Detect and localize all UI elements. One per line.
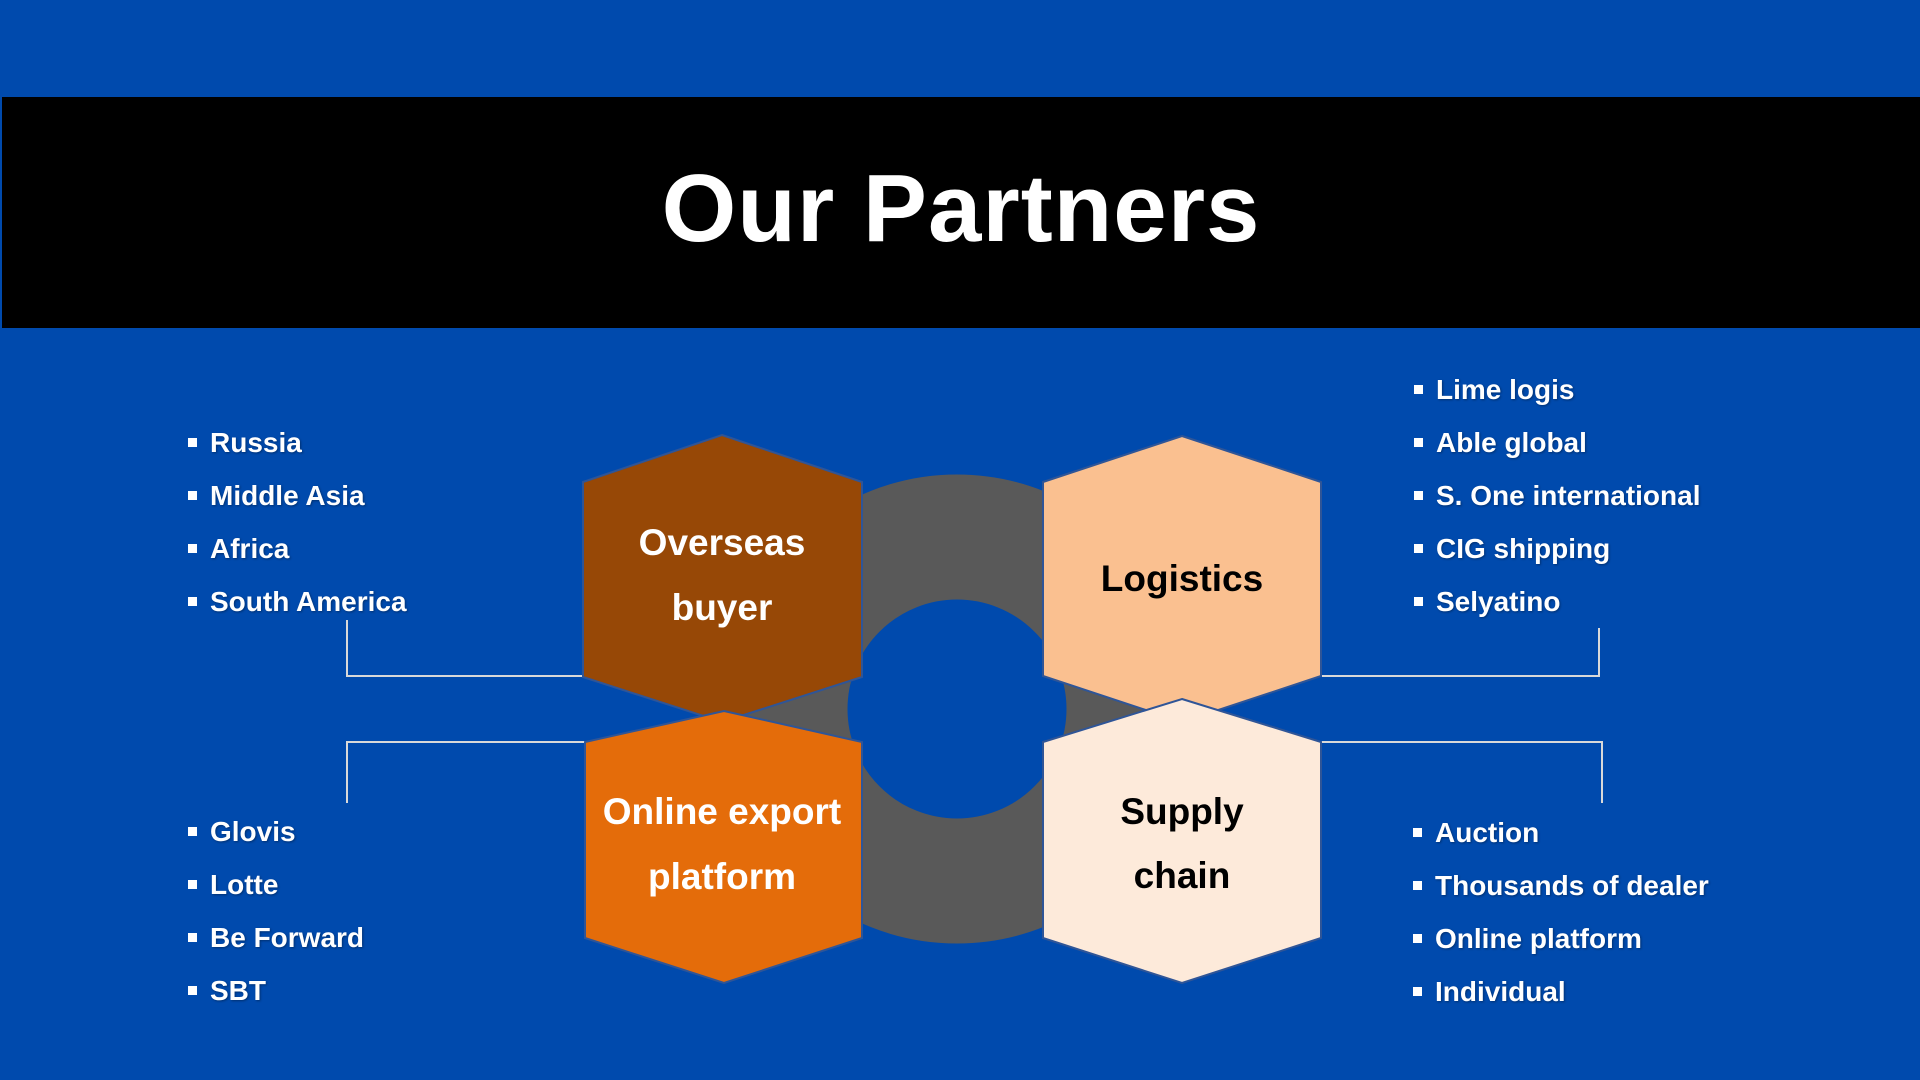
hex-label-supply-1: Supply — [1120, 791, 1244, 832]
list-item-label: Selyatino — [1436, 586, 1561, 617]
bullet-icon — [1413, 881, 1422, 890]
overseas-buyer-list: Russia Middle Asia Africa South America — [188, 416, 407, 628]
bullet-icon — [188, 491, 197, 500]
list-item-label: Lotte — [210, 869, 279, 900]
bullet-icon — [188, 438, 197, 447]
list-item: Africa — [188, 522, 407, 575]
connector-overseas — [346, 620, 583, 677]
bullet-icon — [1414, 597, 1423, 606]
connector-supply — [1321, 741, 1603, 803]
list-item: Lotte — [188, 858, 364, 911]
list-item: Online platform — [1413, 912, 1709, 965]
list-item: S. One international — [1414, 469, 1700, 522]
list-item-label: CIG shipping — [1436, 533, 1611, 564]
connector-logistics — [1322, 628, 1600, 677]
list-item-label: Individual — [1435, 976, 1566, 1007]
supply-chain-list: Auction Thousands of dealer Online platf… — [1413, 806, 1709, 1018]
list-item-label: Able global — [1436, 427, 1587, 458]
list-item: Lime logis — [1414, 363, 1700, 416]
bullet-icon — [188, 597, 197, 606]
hex-online-export-platform — [584, 709, 863, 985]
list-item: South America — [188, 575, 407, 628]
list-item: Individual — [1413, 965, 1709, 1018]
list-item-label: Be Forward — [210, 922, 365, 953]
bullet-icon — [1414, 491, 1423, 500]
list-item: Able global — [1414, 416, 1700, 469]
list-item: CIG shipping — [1414, 522, 1700, 575]
center-ring — [722, 474, 1192, 944]
hex-label-logistics: Logistics — [1101, 558, 1263, 599]
logistics-list: Lime logis Able global S. One internatio… — [1414, 363, 1700, 628]
list-item-label: Auction — [1435, 817, 1540, 848]
list-item-label: South America — [210, 586, 407, 617]
bullet-icon — [188, 827, 197, 836]
hex-supply-chain — [1042, 697, 1322, 985]
list-item: Russia — [188, 416, 407, 469]
hex-overseas-buyer — [582, 433, 863, 724]
list-item: Selyatino — [1414, 575, 1700, 628]
list-item: Glovis — [188, 805, 364, 858]
list-item-label: Thousands of dealer — [1435, 870, 1709, 901]
bullet-icon — [188, 880, 197, 889]
list-item-label: Online platform — [1435, 923, 1642, 954]
list-item-label: Glovis — [210, 816, 296, 847]
bullet-icon — [188, 544, 197, 553]
bullet-icon — [1414, 438, 1423, 447]
hex-label-overseas-2: buyer — [672, 587, 773, 628]
hex-label-online-1: Online export — [603, 791, 841, 832]
list-item: SBT — [188, 964, 364, 1017]
hex-label-supply-2: chain — [1134, 855, 1231, 896]
list-item-label: Africa — [210, 533, 290, 564]
bullet-icon — [1414, 385, 1423, 394]
connector-online — [346, 741, 585, 803]
bullet-icon — [188, 933, 197, 942]
bullet-icon — [1413, 828, 1422, 837]
list-item: Middle Asia — [188, 469, 407, 522]
list-item-label: Russia — [210, 427, 302, 458]
bullet-icon — [1414, 544, 1423, 553]
title-bar: Our Partners — [2, 97, 1920, 328]
list-item: Be Forward — [188, 911, 364, 964]
hex-label-overseas-1: Overseas — [639, 522, 806, 563]
page-title: Our Partners — [661, 154, 1261, 262]
bullet-icon — [188, 986, 197, 995]
list-item-label: Middle Asia — [210, 480, 365, 511]
bullet-icon — [1413, 987, 1422, 996]
list-item: Auction — [1413, 806, 1709, 859]
list-item: Thousands of dealer — [1413, 859, 1709, 912]
online-export-list: Glovis Lotte Be Forward SBT — [188, 805, 364, 1017]
hex-label-online-2: platform — [648, 856, 796, 897]
list-item-label: S. One international — [1436, 480, 1701, 511]
list-item-label: Lime logis — [1436, 374, 1575, 405]
list-item-label: SBT — [210, 975, 266, 1006]
bullet-icon — [1413, 934, 1422, 943]
